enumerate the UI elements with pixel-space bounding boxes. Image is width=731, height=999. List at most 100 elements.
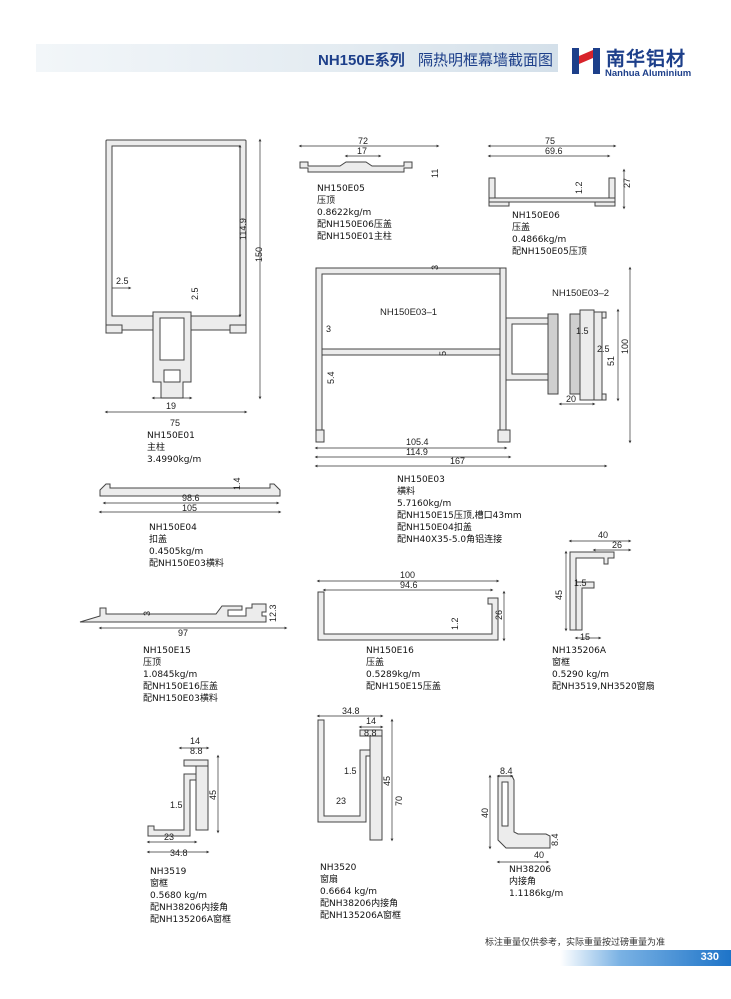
profile-name: 压盖 — [366, 658, 385, 668]
dim-3520-3: 8.8 — [364, 728, 377, 738]
profile-name: 窗扇 — [320, 875, 339, 885]
dim-e16-1: 100 — [400, 570, 415, 580]
label-nh3519: NH3519 窗框 0.5680 kg/m 配NH38206内接角 配NH135… — [150, 866, 231, 926]
profile-name: 横料 — [397, 487, 416, 497]
dim-e04-3: 105 — [182, 503, 197, 513]
dim-e03-1: 3 — [430, 265, 440, 270]
profile-code: NH150E06 — [512, 211, 560, 221]
profile-code: NH38206 — [509, 865, 552, 875]
profile-note: 配NH135206A窗框 — [320, 911, 402, 921]
dim-e16-2: 94.6 — [400, 580, 418, 590]
label-nh38206: NH38206 内接角 1.1186kg/m — [509, 864, 563, 900]
label-nh150e16: NH150E16 压盖 0.5289kg/m 配NH150E15压盖 — [366, 645, 441, 693]
dim-e01-6: 75 — [170, 418, 180, 428]
profile-weight: 0.4505kg/m — [149, 547, 204, 557]
profile-nh150e05 — [299, 161, 413, 173]
brand-name-cn: 南华铝材 — [606, 48, 687, 70]
dim-e04-1: 1.4 — [232, 477, 242, 490]
profile-nh3520 — [317, 719, 383, 841]
dim-a135-2: 26 — [612, 540, 622, 550]
profile-code: NH3520 — [320, 863, 357, 873]
page-number: 330 — [700, 951, 719, 963]
profile-name: 压盖 — [512, 223, 531, 233]
dim-3520-7: 23 — [336, 796, 346, 806]
dim-e03-6: 114.9 — [406, 447, 428, 457]
dim-e01-5: 19 — [166, 401, 176, 411]
profile-note: 配NH150E15压顶,槽口43mm — [397, 511, 522, 521]
dim-e03-7: 167 — [450, 456, 465, 466]
label-nh150e01: NH150E01 主柱 3.4990kg/m — [147, 430, 201, 466]
dim-3520-5: 45 — [382, 776, 392, 786]
label-nh150e06: NH150E06 压盖 0.4866kg/m 配NH150E05压顶 — [512, 210, 587, 258]
profile-weight: 1.1186kg/m — [509, 889, 564, 899]
dim-e15-3: 97 — [178, 628, 188, 638]
dim-e06-3: 27 — [622, 178, 632, 188]
dim-3520-4: 1.5 — [344, 766, 357, 776]
profile-weight: 0.5680 kg/m — [150, 891, 208, 901]
profile-note: 配NH150E05压顶 — [512, 247, 587, 257]
dim-a135-4: 1.5 — [574, 578, 587, 588]
profile-note: 配NH150E03横料 — [149, 559, 224, 569]
dim-3520-6: 70 — [394, 796, 404, 806]
profile-note: 配NH38206内接角 — [320, 899, 399, 909]
dim-e04-2: 98.6 — [182, 493, 200, 503]
nanhua-logo-icon — [572, 48, 600, 74]
profile-nh150e06 — [488, 177, 616, 207]
profile-weight: 0.5289kg/m — [366, 670, 421, 680]
dim-3520-1: 34.8 — [342, 706, 360, 716]
dim-e01-3: 150 — [254, 247, 264, 262]
profile-nh150e04 — [99, 483, 281, 497]
profile-weight: 1.0845kg/m — [143, 670, 198, 680]
header-bar — [36, 44, 558, 72]
dim-38206-3: 8.4 — [550, 833, 560, 846]
dim-e06-4: 1.2 — [574, 181, 584, 194]
dim-e16-3: 26 — [494, 610, 504, 620]
dim-e03-9: 2.5 — [597, 344, 610, 354]
profile-code: NH150E03 — [397, 475, 445, 485]
dim-e01-2: 114.9 — [238, 218, 248, 240]
profile-code: NH3519 — [150, 867, 187, 877]
profile-note: 配NH150E03横料 — [143, 694, 218, 704]
profile-code: NH150E04 — [149, 523, 197, 533]
profile-note: 配NH3519,NH3520窗扇 — [552, 682, 655, 692]
profile-note: 配NH150E01主柱 — [317, 232, 392, 242]
profile-nh3519 — [147, 759, 209, 837]
profile-weight: 0.4866kg/m — [512, 235, 567, 245]
profile-weight: 0.6664 kg/m — [320, 887, 378, 897]
profile-nh135206a — [569, 551, 615, 631]
dim-e03-2: 3 — [326, 324, 331, 334]
profile-weight: 0.5290 kg/m — [552, 670, 610, 680]
label-nh150e04: NH150E04 扣盖 0.4505kg/m 配NH150E03横料 — [149, 522, 224, 570]
profile-note: 配NH135206A窗框 — [150, 915, 232, 925]
page-title: 隔热明框幕墙截面图 — [418, 51, 554, 69]
profile-code: NH135206A — [552, 646, 607, 656]
profile-note: 配NH40X35-5.0角铝连接 — [397, 535, 503, 545]
profile-weight: 3.4990kg/m — [147, 455, 202, 465]
profile-code: NH150E16 — [366, 646, 414, 656]
profile-note: 配NH38206内接角 — [150, 903, 229, 913]
weight-disclaimer: 标注重量仅供参考，实际重量按过磅重量为准 — [485, 938, 666, 948]
profile-code: NH150E01 — [147, 431, 195, 441]
series-title: NH150E系列 — [318, 52, 405, 69]
label-nh150e05: NH150E05 压顶 0.8622kg/m 配NH150E06压盖 配NH15… — [317, 183, 392, 243]
profile-name: 压顶 — [317, 196, 336, 206]
dim-e15-2: 12.3 — [268, 604, 278, 622]
profile-code: NH150E15 — [143, 646, 191, 656]
profile-name: 压顶 — [143, 658, 162, 668]
profile-nh150e16 — [317, 591, 499, 641]
profile-weight: 0.8622kg/m — [317, 208, 372, 218]
dim-38206-1: 8.4 — [500, 766, 513, 776]
dim-e01-1: 2.5 — [116, 276, 129, 286]
dim-a135-3: 45 — [554, 590, 564, 600]
profile-nh150e03 — [315, 267, 607, 443]
part-label-e03-2: NH150E03–2 — [552, 288, 609, 299]
dim-e15-1: 3 — [142, 611, 152, 616]
dim-e05-2: 17 — [357, 146, 367, 156]
dim-3519-1: 14 — [190, 736, 200, 746]
dim-e03-4: 5.4 — [326, 371, 336, 384]
profile-name: 主柱 — [147, 443, 166, 453]
brand-name-en: Nanhua Aluminium — [605, 68, 692, 79]
profile-name: 窗框 — [150, 879, 169, 889]
dim-3519-5: 23 — [164, 832, 174, 842]
dim-3520-2: 14 — [366, 716, 376, 726]
